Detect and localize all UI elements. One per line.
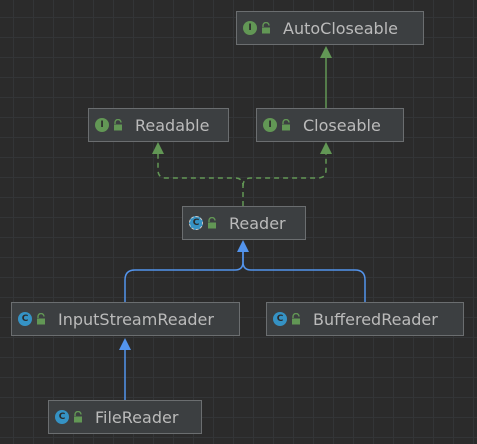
class-icon: C [55,410,69,424]
node-bufferedreader[interactable]: C BufferedReader [266,302,464,336]
node-label: Closeable [303,115,381,135]
node-autocloseable[interactable]: I AutoCloseable [236,11,424,45]
node-label: Readable [135,115,210,135]
lock-icon [37,313,45,325]
lock-icon [74,411,82,423]
lock-icon [208,217,216,229]
node-label: BufferedReader [313,309,438,329]
node-closeable[interactable]: I Closeable [256,108,404,142]
node-label: AutoCloseable [283,18,398,38]
edge-filereader-extends-inputstreamreader [119,338,131,400]
edge-closeable-extends-autocloseable [320,46,332,108]
edge-reader-implements-closeable [242,142,332,187]
edge-bufferedreader-extends-reader [237,240,366,302]
node-filereader[interactable]: C FileReader [48,400,202,434]
edge-reader-implements-readable [152,142,244,206]
interface-icon: I [243,21,257,35]
interface-icon: I [263,118,277,132]
node-inputstreamreader[interactable]: C InputStreamReader [11,302,240,336]
node-label: InputStreamReader [58,309,214,329]
lock-icon [292,313,300,325]
node-label: FileReader [95,407,179,427]
abstract-class-icon: C [189,216,203,230]
interface-icon: I [95,118,109,132]
lock-icon [114,119,122,131]
class-icon: C [18,312,32,326]
lock-icon [262,22,270,34]
edge-inputstreamreader-extends-reader [124,252,244,302]
node-reader[interactable]: C Reader [182,206,306,240]
class-icon: C [273,312,287,326]
node-label: Reader [229,213,286,233]
node-readable[interactable]: I Readable [88,108,229,142]
lock-icon [282,119,290,131]
